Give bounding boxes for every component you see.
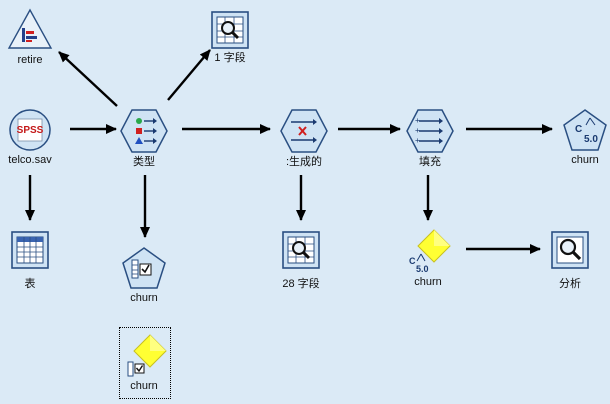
filter-icon xyxy=(280,109,328,153)
data-audit-icon xyxy=(211,11,249,49)
table-icon xyxy=(11,231,49,269)
connections xyxy=(25,49,553,254)
node-label: 类型 xyxy=(133,156,155,168)
model-icon: C 5.0 xyxy=(563,109,607,151)
node-label: 表 xyxy=(24,278,36,290)
node-type[interactable]: 类型 xyxy=(112,108,176,169)
link-type-retire[interactable] xyxy=(58,51,118,107)
data-audit-icon xyxy=(282,231,320,269)
node-label: 28 字段 xyxy=(282,278,320,290)
node-table[interactable]: 表 xyxy=(0,230,62,291)
node-label: churn xyxy=(571,154,599,166)
node-label: churn xyxy=(130,380,158,392)
graph-icon xyxy=(7,8,53,49)
node-label: 分析 xyxy=(559,278,581,290)
fill-icon: +++ xyxy=(406,109,454,153)
node-label: churn xyxy=(130,292,158,304)
spss-file-icon: SPSS xyxy=(9,109,51,151)
node-churn-tree[interactable]: churn xyxy=(112,246,176,305)
node-field28[interactable]: 28 字段 xyxy=(269,230,333,291)
node-label: churn xyxy=(414,276,442,288)
svg-text:C: C xyxy=(409,256,416,266)
svg-text:C: C xyxy=(575,124,582,135)
node-churn-model-fill[interactable]: C 5.0 churn xyxy=(396,228,460,289)
node-fill[interactable]: +++ 填充 xyxy=(398,108,462,169)
node-label: telco.sav xyxy=(8,154,52,166)
type-icon xyxy=(120,109,168,153)
selection-box xyxy=(119,327,171,399)
node-churn-selected[interactable]: churn xyxy=(112,332,176,393)
node-retire[interactable]: retire xyxy=(0,8,62,67)
node-label: 1 字段 xyxy=(214,52,246,64)
node-churn-model-right[interactable]: C 5.0 churn xyxy=(553,108,610,167)
node-label: 填充 xyxy=(419,156,441,168)
svg-text:+: + xyxy=(415,116,420,125)
link-type-field1[interactable] xyxy=(167,49,211,101)
node-label: :生成的 xyxy=(285,156,323,168)
svg-text:SPSS: SPSS xyxy=(17,125,44,136)
analysis-icon xyxy=(551,231,589,269)
model-nugget-icon xyxy=(127,334,167,377)
node-analysis[interactable]: 分析 xyxy=(538,230,602,291)
model-nugget-icon: C 5.0 xyxy=(409,229,451,274)
node-field1[interactable]: 1 字段 xyxy=(198,10,262,65)
tree-icon xyxy=(122,247,166,289)
node-generated[interactable]: :生成的 xyxy=(272,108,336,169)
svg-text:5.0: 5.0 xyxy=(416,264,429,274)
svg-text:+: + xyxy=(415,136,420,145)
svg-text:5.0: 5.0 xyxy=(584,134,598,145)
svg-text:+: + xyxy=(415,126,420,135)
node-telco[interactable]: SPSS telco.sav xyxy=(0,108,62,167)
node-label: retire xyxy=(17,54,43,66)
